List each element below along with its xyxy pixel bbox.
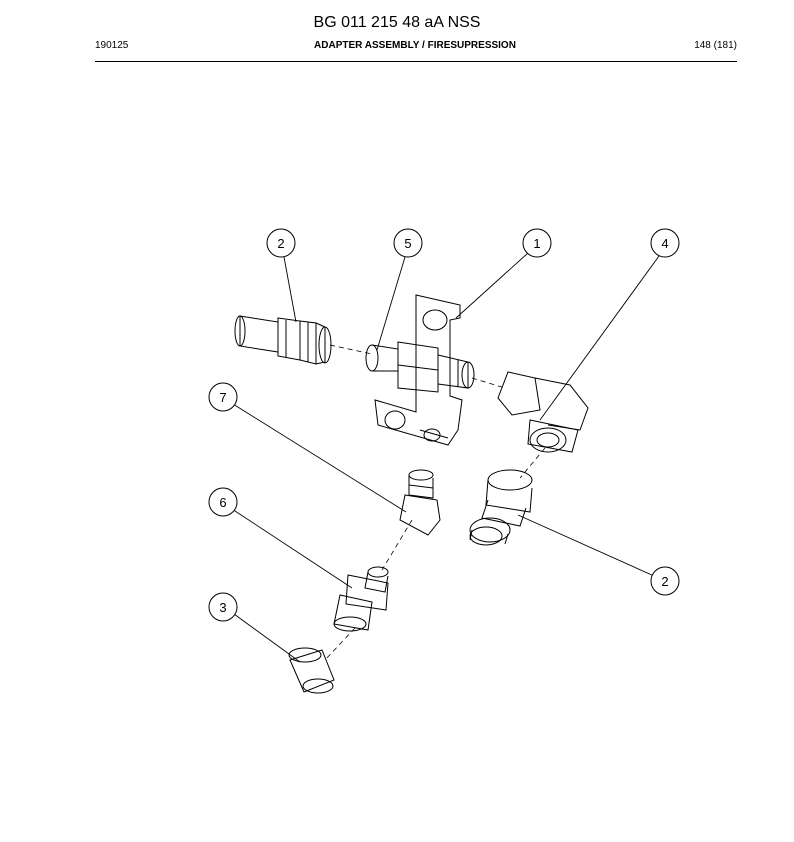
- section-title: ADAPTER ASSEMBLY / FIRESUPRESSION: [314, 40, 516, 51]
- callout-label: 2: [277, 236, 284, 251]
- part-3-cap: [288, 647, 335, 694]
- header-rule: [95, 61, 737, 62]
- callout-2-bottom: 2: [650, 566, 680, 596]
- callout-4: 4: [650, 228, 680, 258]
- part-2-fitting-bottom: [469, 469, 533, 546]
- callout-6: 6: [208, 487, 238, 517]
- callout-label: 7: [219, 390, 226, 405]
- assembly-axis-lines: [324, 344, 546, 661]
- part-1-bracket: [374, 294, 463, 446]
- part-4-elbow: [497, 371, 589, 453]
- part-6-connector: [333, 566, 389, 632]
- callout-label: 4: [661, 236, 668, 251]
- callout-7: 7: [208, 382, 238, 412]
- callout-label: 6: [219, 495, 226, 510]
- document-number: BG 011 215 48 aA NSS: [313, 14, 481, 31]
- leader-lines: [231, 252, 660, 663]
- page-number: 148 (181): [694, 40, 737, 51]
- callout-label: 3: [219, 600, 226, 615]
- callout-label: 1: [533, 236, 540, 251]
- part-5-union: [365, 341, 475, 393]
- callout-3: 3: [208, 592, 238, 622]
- callout-2-top: 2: [266, 228, 296, 258]
- callout-label: 2: [661, 574, 668, 589]
- date-code: 190125: [95, 40, 129, 51]
- part-7-adapter: [399, 469, 441, 536]
- callout-label: 5: [404, 236, 411, 251]
- part-2-fitting-top: [234, 315, 332, 365]
- callout-1: 1: [522, 228, 552, 258]
- callout-5: 5: [393, 228, 423, 258]
